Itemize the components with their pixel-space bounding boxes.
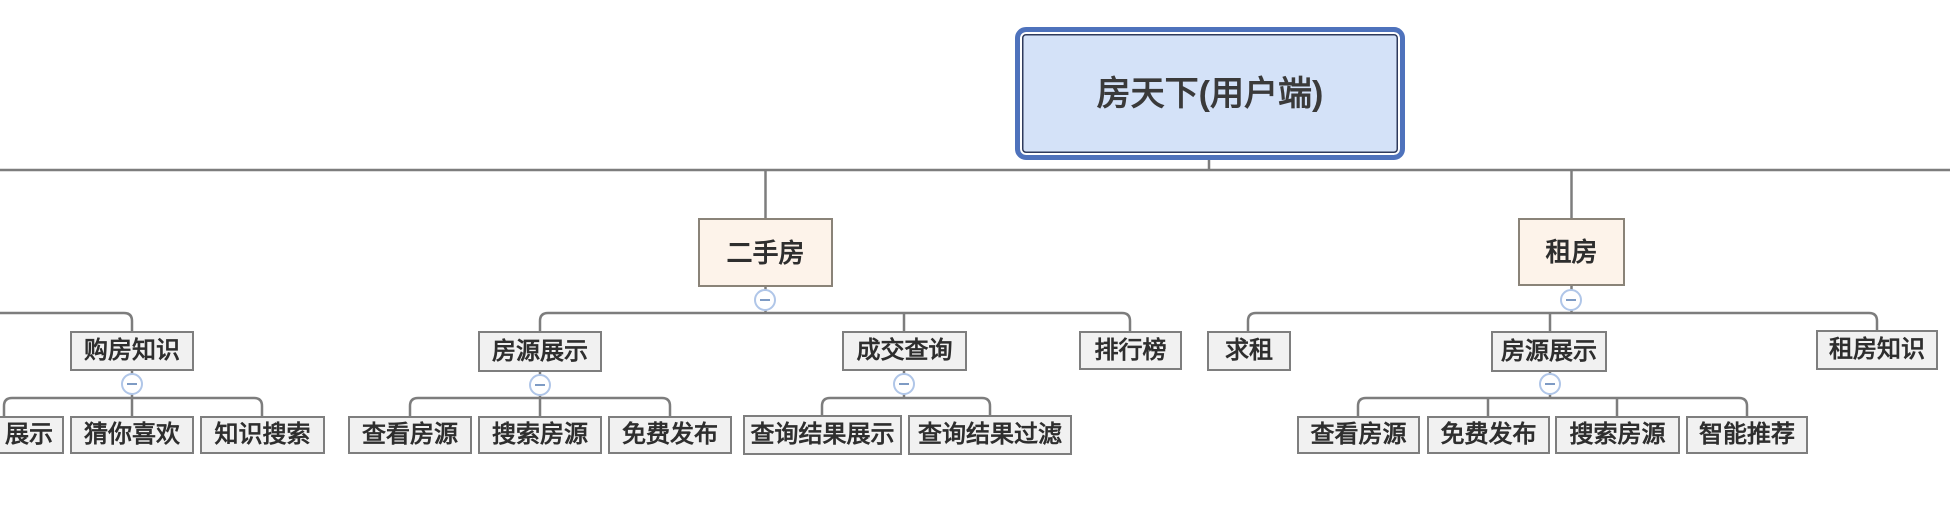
node-fangyuan-zhanshi-zufang[interactable]: 房源展示: [1491, 331, 1607, 372]
node-sousuo-fangyuan-zufang[interactable]: 搜索房源: [1555, 416, 1680, 454]
node-zhishi-sousuo[interactable]: 知识搜索: [200, 416, 325, 454]
collapse-minus-icon-ershoufang[interactable]: [754, 289, 776, 311]
collapse-minus-icon-goufang-zhishi[interactable]: [121, 373, 143, 395]
collapse-minus-icon-zufang[interactable]: [1560, 289, 1582, 311]
node-ershoufang[interactable]: 二手房: [698, 218, 833, 287]
node-mianfei-fabu-zufang[interactable]: 免费发布: [1427, 416, 1550, 454]
node-cainixihuan[interactable]: 猜你喜欢: [70, 416, 194, 454]
node-fangyuan-zhanshi-ershou[interactable]: 房源展示: [478, 331, 602, 372]
node-zhanshi-cutoff[interactable]: 展示: [0, 416, 64, 454]
node-chengjiao-chaxun[interactable]: 成交查询: [842, 331, 967, 371]
node-paihangbang[interactable]: 排行榜: [1079, 331, 1182, 370]
node-chakan-fangyuan-ershou[interactable]: 查看房源: [348, 416, 472, 454]
collapse-minus-icon-fangyuan-zhanshi-zufang[interactable]: [1539, 373, 1561, 395]
collapse-minus-icon-chengjiao-chaxun[interactable]: [893, 373, 915, 395]
minus-bar: [1566, 299, 1576, 301]
node-mianfei-fabu-ershou[interactable]: 免费发布: [608, 416, 732, 454]
minus-bar: [1545, 383, 1555, 385]
node-qiuzu[interactable]: 求租: [1207, 331, 1291, 371]
collapse-minus-icon-fangyuan-zhanshi-ershou[interactable]: [529, 374, 551, 396]
node-chakan-fangyuan-zufang[interactable]: 查看房源: [1297, 416, 1420, 454]
node-zhineng-tuijian[interactable]: 智能推荐: [1686, 416, 1808, 454]
minus-bar: [535, 384, 545, 386]
minus-bar: [899, 383, 909, 385]
node-sousuo-fangyuan-ershou[interactable]: 搜索房源: [478, 416, 602, 454]
node-chaxun-jieguo-zhanshi[interactable]: 查询结果展示: [743, 415, 902, 455]
node-zufang[interactable]: 租房: [1518, 218, 1625, 286]
node-goufang-zhishi[interactable]: 购房知识: [70, 331, 194, 371]
node-root[interactable]: 房天下(用户端): [1015, 27, 1405, 160]
minus-bar: [760, 299, 770, 301]
node-zufang-zhishi[interactable]: 租房知识: [1816, 330, 1938, 370]
node-chaxun-jieguo-guolv[interactable]: 查询结果过滤: [908, 415, 1072, 455]
minus-bar: [127, 383, 137, 385]
